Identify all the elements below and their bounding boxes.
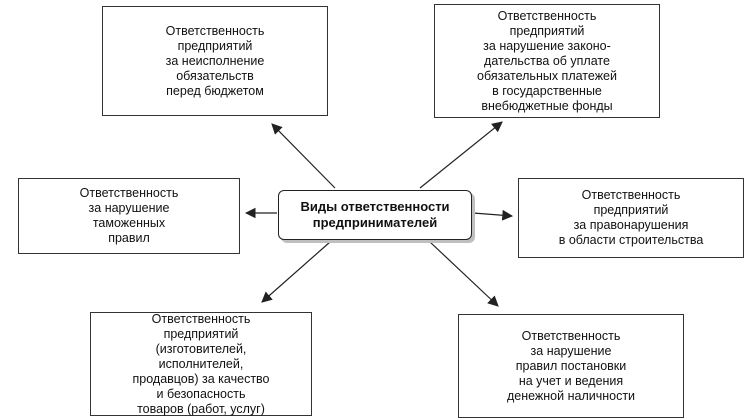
arrow-to-top-right <box>419 121 503 189</box>
box-extrabudgetary-funds: Ответственность предприятий за нарушение… <box>434 4 660 118</box>
box-construction-offenses-text: Ответственность предприятий за правонару… <box>558 188 704 247</box>
arrow-to-middle-right <box>472 209 514 221</box>
box-budget-obligations: Ответственность предприятий за неисполне… <box>102 6 328 116</box>
box-customs-rules: Ответственность за нарушение таможенных … <box>18 178 240 254</box>
arrow-to-bottom-left <box>261 241 331 303</box>
center-node-text: Виды ответственности предпринимателей <box>300 199 450 230</box>
box-cash-handling: Ответственность за нарушение правил пост… <box>458 314 684 418</box>
box-customs-rules-text: Ответственность за нарушение таможенных … <box>79 186 179 245</box>
box-product-quality-text: Ответственность предприятий (изготовител… <box>132 311 270 416</box>
center-node: Виды ответственности предпринимателей <box>278 190 472 240</box>
arrow-to-top-left <box>271 123 336 189</box>
box-construction-offenses: Ответственность предприятий за правонару… <box>518 178 744 258</box>
box-extrabudgetary-funds-text: Ответственность предприятий за нарушение… <box>477 8 617 113</box>
box-product-quality: Ответственность предприятий (изготовител… <box>90 312 312 416</box>
box-budget-obligations-text: Ответственность предприятий за неисполне… <box>165 23 265 98</box>
arrow-to-bottom-right <box>429 241 499 307</box>
box-cash-handling-text: Ответственность за нарушение правил пост… <box>506 328 636 403</box>
